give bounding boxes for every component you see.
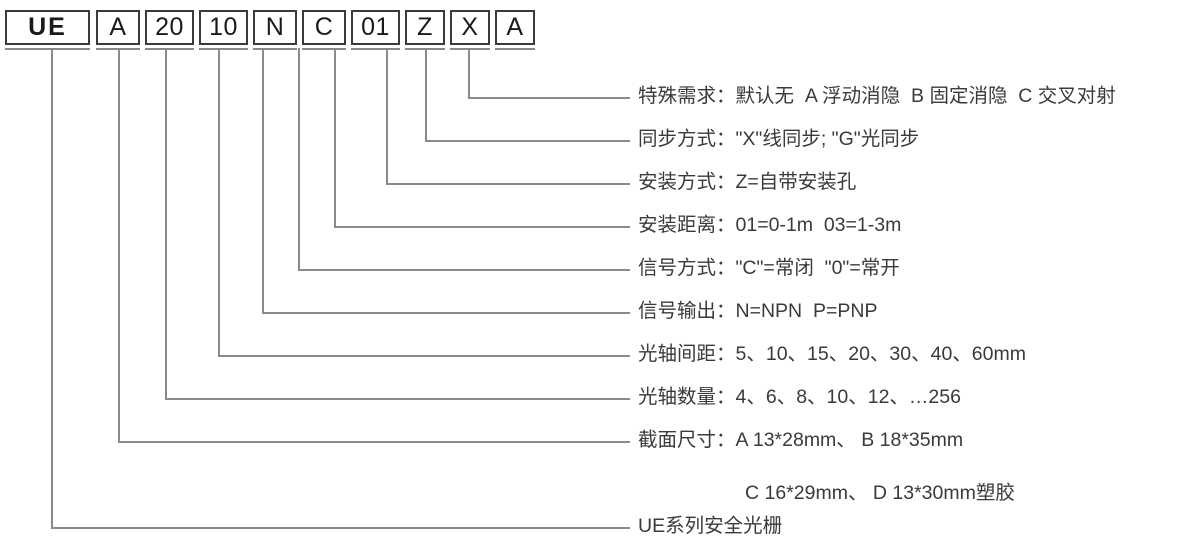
underline-bar-signal-output [253,48,297,50]
leader-horizontal-sync-mode [425,140,630,142]
code-box-install-mode[interactable]: Z [405,10,445,45]
leader-vertical-special-requirement [468,48,470,99]
code-box-install-distance[interactable]: 01 [351,10,400,45]
underline-bar-beam-count [145,48,194,50]
description-beam-count: 光轴数量：4、6、8、10、12、…256 [638,386,961,408]
code-box-signal-mode[interactable]: C [302,10,346,45]
leader-vertical-beam-pitch [218,48,220,357]
leader-horizontal-signal-output [262,312,630,314]
code-box-section-size[interactable]: A [96,10,140,45]
description-install-mode: 安装方式：Z=自带安装孔 [638,171,857,193]
description-section-size-line2: C 16*29mm、 D 13*30mm塑胶 [745,482,1015,504]
leader-vertical-section-size [118,48,120,443]
leader-horizontal-section-size [118,441,630,443]
leader-vertical-install-distance [334,48,336,228]
leader-horizontal-beam-pitch [218,355,630,357]
description-series: UE系列安全光栅 [638,515,783,537]
underline-bar-beam-pitch [199,48,248,50]
leader-vertical-signal-mode [298,48,300,271]
code-box-beam-pitch[interactable]: 10 [199,10,248,45]
leader-horizontal-install-distance [334,226,630,228]
description-signal-mode: 信号方式："C"=常闭 "0"=常开 [638,257,900,279]
code-box-series[interactable]: UE [5,10,90,45]
leader-vertical-beam-count [165,48,167,400]
underline-bar-install-distance [351,48,400,50]
description-beam-pitch: 光轴间距：5、10、15、20、30、40、60mm [638,343,1026,365]
underline-bar-signal-mode [302,48,346,50]
leader-horizontal-install-mode [386,183,630,185]
description-signal-output: 信号输出：N=NPN P=PNP [638,300,878,322]
leader-horizontal-signal-mode [298,269,630,271]
code-box-sync-mode[interactable]: X [450,10,490,45]
leader-horizontal-special-requirement [468,97,630,99]
description-special-requirement: 特殊需求：默认无 A 浮动消隐 B 固定消隐 C 交叉对射 [638,85,1116,107]
underline-bar-special-requirement [495,48,535,50]
underline-bar-series [5,48,90,50]
underline-bar-sync-mode [450,48,490,50]
description-sync-mode: 同步方式："X"线同步; "G"光同步 [638,128,920,150]
leader-vertical-series [51,48,53,529]
code-box-beam-count[interactable]: 20 [145,10,194,45]
leader-horizontal-series [51,527,630,529]
description-install-distance: 安装距离：01=0-1m 03=1-3m [638,214,902,236]
leader-vertical-install-mode [386,48,388,185]
leader-vertical-signal-output [262,48,264,314]
description-section-size: 截面尺寸：A 13*28mm、 B 18*35mm [638,429,964,451]
code-box-signal-output[interactable]: N [253,10,297,45]
leader-vertical-sync-mode [425,48,427,142]
leader-horizontal-beam-count [165,398,630,400]
code-box-special-requirement[interactable]: A [495,10,535,45]
